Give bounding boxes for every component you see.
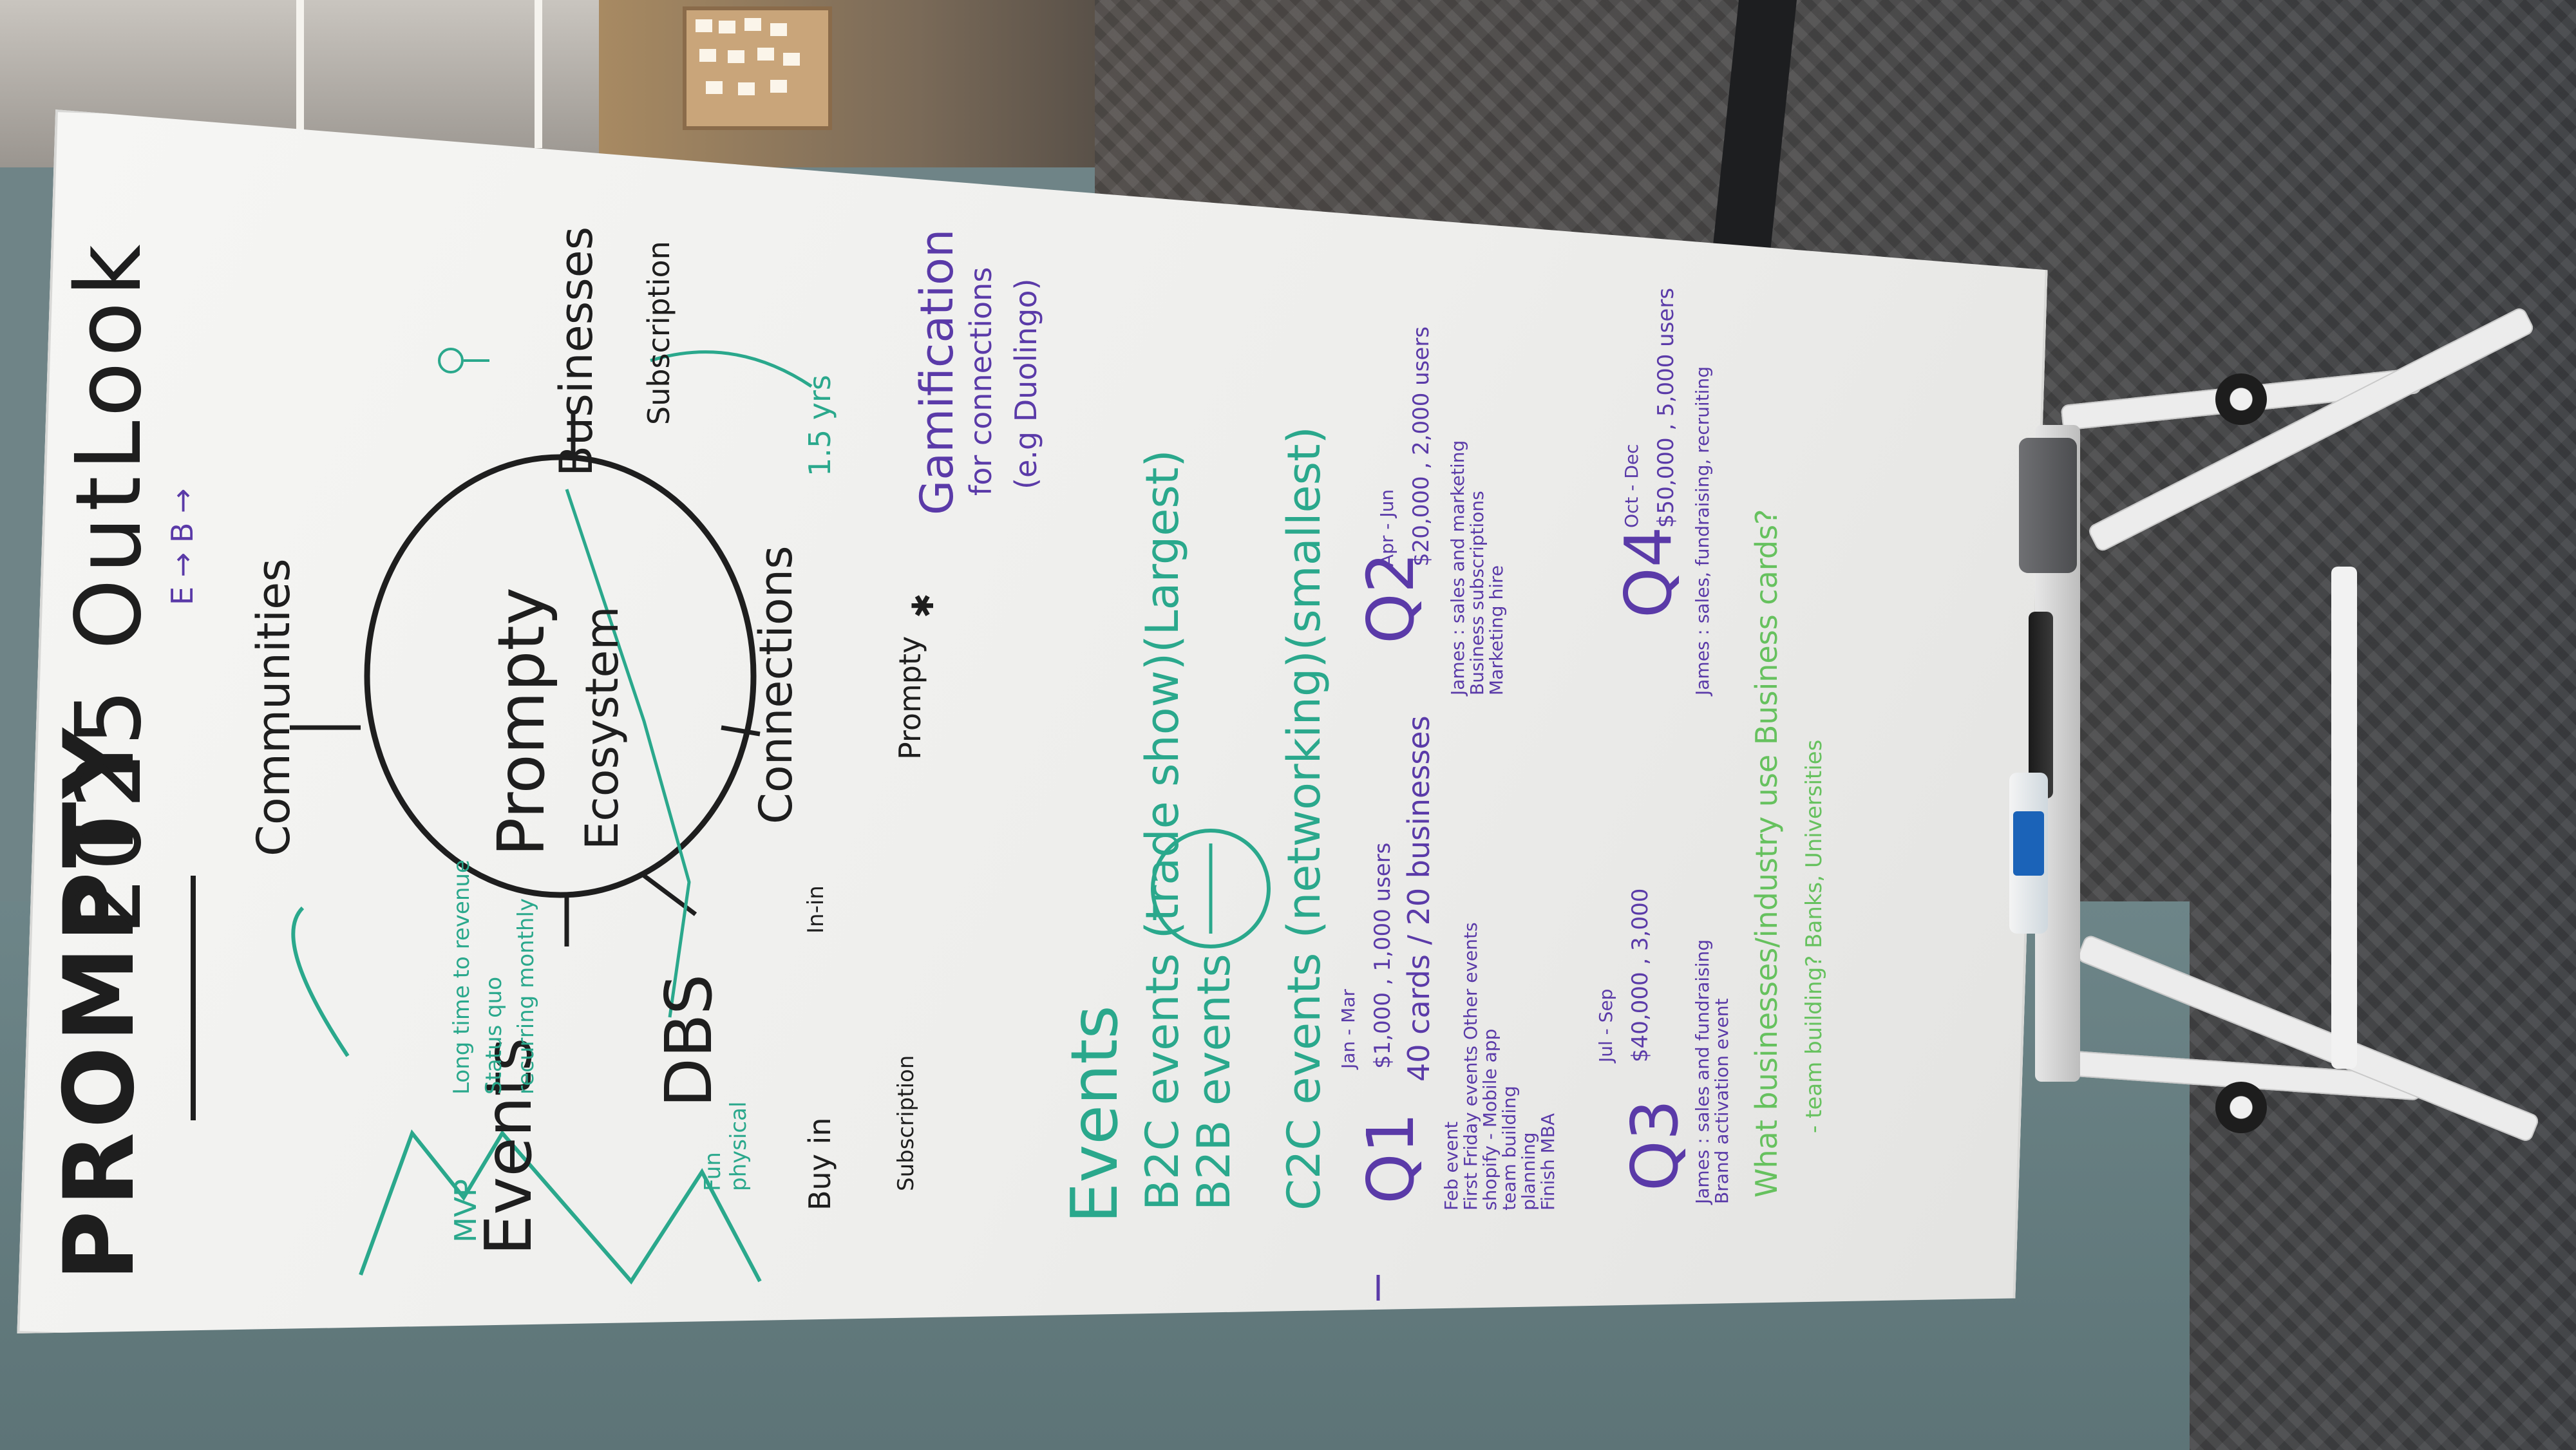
q4-note: James : sales, fundraising, recruiting (1692, 366, 1713, 695)
connections-prompty: Prompty (893, 636, 927, 760)
q4-period: Oct - Dec (1621, 444, 1642, 529)
mvp-label: MVP (448, 1179, 483, 1243)
title-outlook: 2025 OutLook (57, 239, 162, 934)
events-note-2: Status quo (481, 976, 507, 1095)
caster-wheel (2215, 373, 2267, 425)
branch-businesses: Businesses (550, 226, 603, 476)
q4-label: Q4 (1611, 526, 1686, 618)
q1-line2: 40 cards / 20 businesses (1401, 715, 1436, 1082)
branch-buy-in: Buy in (802, 1117, 837, 1211)
q1-note: Feb event (1441, 1121, 1462, 1210)
branch-dbs: DBS (651, 974, 726, 1107)
marker-black (2029, 612, 2053, 740)
events-note-1: Long time to revenue (449, 860, 475, 1095)
gamification: Gamification (911, 229, 963, 515)
branch-physical: physical (726, 1101, 752, 1191)
caster-wheel (2215, 1082, 2267, 1133)
cleaner-spray-bottle (2009, 773, 2048, 934)
question-note: - team building? Banks, Universities (1801, 739, 1827, 1133)
q3-note: James : sales and fundraising (1692, 939, 1713, 1204)
q1-note: planning (1518, 1132, 1539, 1210)
q1-label: Q1 (1353, 1112, 1428, 1204)
gamification-line2: for connections (963, 267, 998, 496)
q4-target: $50,000 , 5,000 users (1653, 287, 1679, 528)
q1-target: $1,000 , 1,000 users (1370, 842, 1396, 1069)
q1-note: shopify - Mobile app (1479, 1028, 1501, 1210)
q1-note: Finish MBA (1537, 1113, 1558, 1210)
connections-star: ✱ (905, 593, 940, 618)
whiteboard-eraser (2019, 438, 2077, 573)
ceiling-light (535, 0, 542, 148)
q1-note: team building (1499, 1086, 1520, 1210)
q2-period: Apr - Jun (1376, 489, 1397, 567)
branch-fun: Fun (700, 1152, 726, 1191)
branch-communities: Communities (247, 558, 300, 856)
events-heading: Events (1057, 1005, 1132, 1223)
branch-connections: Connections (750, 545, 802, 824)
ceiling-light (296, 0, 304, 148)
q3-period: Jul - Sep (1595, 988, 1616, 1062)
q2-target: $20,000 , 2,000 users (1408, 326, 1434, 567)
q1-period: Jan - Mar (1338, 989, 1359, 1069)
q2-note: James : sales and marketing (1447, 440, 1468, 695)
notice-board (683, 6, 832, 130)
center-prompty: Prompty (484, 587, 559, 856)
q2-note: Marketing hire (1486, 565, 1507, 695)
events-b2c: B2C events (trade show)(Largest) (1136, 449, 1189, 1210)
branch-subscription-2: Subscription (893, 1055, 919, 1191)
q1-note: First Friday events Other events (1460, 922, 1481, 1210)
center-ecosystem: Ecosystem (576, 606, 629, 850)
q3-target: $40,000 , 3,000 (1627, 888, 1653, 1062)
gamification-line3: (e.g Duolingo) (1009, 278, 1043, 489)
branch-subscription: Subscription (641, 241, 676, 425)
title-subnote: E → B → (165, 488, 200, 605)
q2-note: Business subscriptions (1466, 491, 1488, 695)
stand-upright (2331, 567, 2357, 1069)
events-note-3: recurring monthly (513, 898, 539, 1095)
branch-in-in: In-in (803, 885, 829, 934)
question-text: What businesses/industry use Business ca… (1749, 509, 1784, 1198)
q3-label: Q3 (1617, 1099, 1692, 1191)
events-c2c: C2C events (networking)(smallest) (1278, 426, 1331, 1210)
events-b2b: B2B events (1188, 954, 1240, 1210)
q3-note: Brand activation event (1711, 998, 1732, 1204)
connections-term: 1.5 yrs (802, 375, 837, 476)
